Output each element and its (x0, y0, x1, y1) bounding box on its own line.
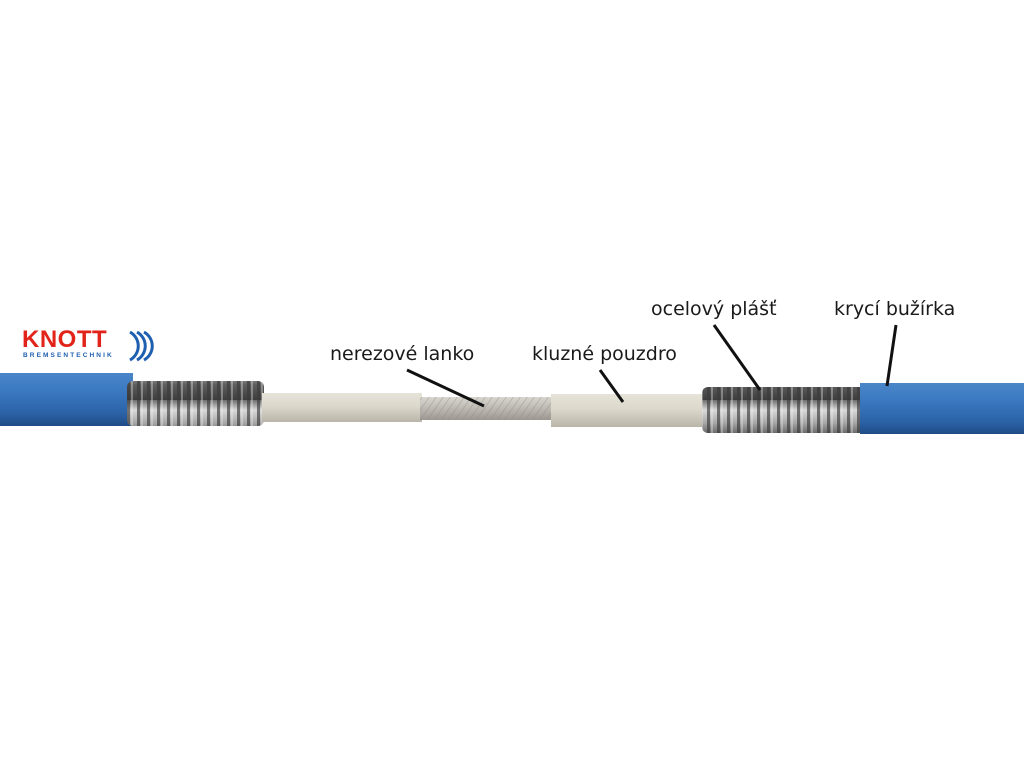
leader-kluzne-pouzdro (598, 369, 625, 403)
knott-logo-arcs-icon (129, 330, 154, 362)
leader-kryci-buzirka (885, 324, 898, 387)
logo-wordmark: KNOTT (22, 326, 108, 353)
callout-nerezove-lanko: nerezové lanko (330, 343, 475, 365)
callout-kluzne-pouzdro: kluzné pouzdro (532, 343, 677, 365)
logo-tagline: BREMSENTECHNIK (23, 352, 114, 359)
left-steel-sheath (127, 381, 264, 426)
left-cover-tube (0, 373, 133, 426)
leader-ocelovy-plast (712, 324, 762, 391)
callout-ocelovy-plast: ocelový plášť (651, 298, 777, 320)
right-liner (551, 394, 706, 427)
knott-logo: KNOTT BREMSENTECHNIK (22, 328, 162, 368)
callout-kryci-buzirka: krycí bužírka (834, 298, 956, 320)
right-cover-tube (860, 383, 1024, 434)
left-liner (262, 393, 422, 422)
leader-nerezove-lanko (406, 368, 485, 408)
right-steel-sheath (702, 387, 865, 433)
